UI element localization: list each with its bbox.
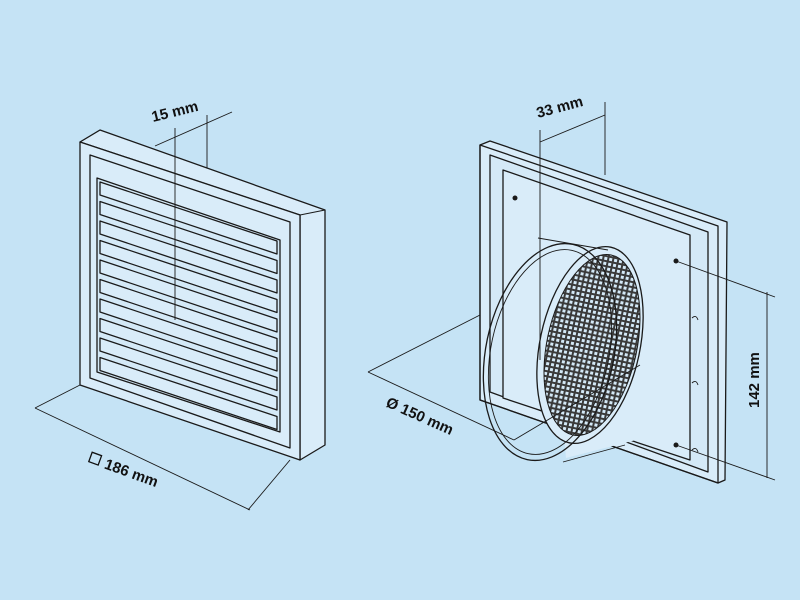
louver-slat: [99, 200, 278, 275]
louver-slat: [99, 298, 278, 372]
louver-slat: [99, 278, 278, 353]
dimension-spigot-length: 33 mm: [535, 93, 585, 122]
louver-slat: [99, 317, 278, 392]
dimension-frame-size: 186 mm: [102, 456, 160, 491]
louver-slat: [99, 337, 278, 411]
louver-slat: [99, 220, 278, 294]
louver-slat: [99, 239, 278, 314]
louver-slat: [99, 259, 278, 333]
louver-slat: [99, 356, 278, 431]
square-symbol-icon: [87, 451, 103, 466]
dimension-hole-spacing: 142 mm: [746, 352, 763, 408]
spigot-grille-drawing: [479, 140, 728, 484]
dimension-lines: [34, 102, 776, 511]
louvred-grille-drawing: [79, 129, 326, 461]
dimension-spigot-diameter: Ø 150 mm: [383, 394, 455, 439]
louver-slat: [99, 181, 278, 255]
screw-hole-icon: [512, 195, 518, 201]
dimension-frame-depth: 15 mm: [150, 98, 200, 126]
